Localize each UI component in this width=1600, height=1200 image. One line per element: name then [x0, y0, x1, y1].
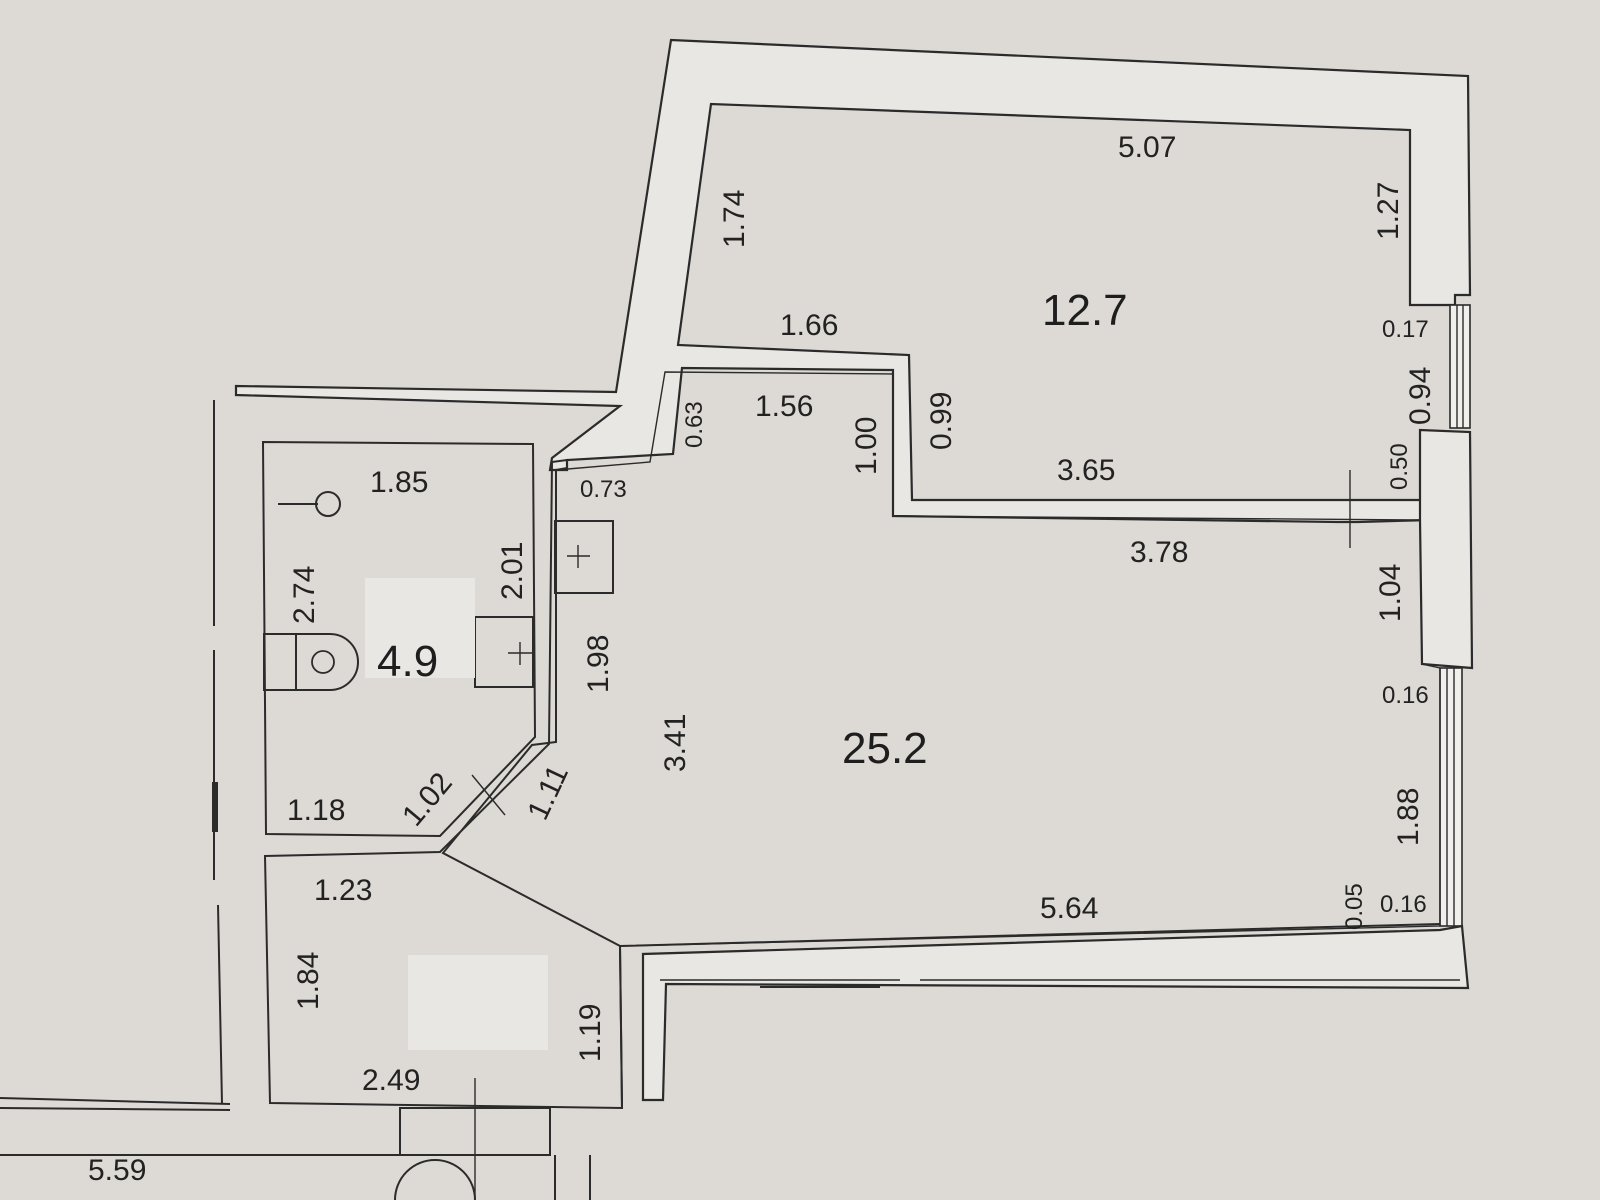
- dim-closet-depth: 1.00: [850, 417, 883, 475]
- window-top: [1449, 304, 1471, 429]
- wall-upper-outer: [234, 38, 1472, 524]
- radiator-icon: [394, 1159, 476, 1200]
- area-bedroom: 12.7: [1042, 286, 1128, 335]
- dim-corridor-diag: 1.11: [521, 760, 575, 825]
- sink-kitchen-icon: [554, 520, 614, 594]
- dim-living-left: 3.41: [659, 714, 692, 772]
- wall-left-mark: [212, 782, 218, 832]
- dim-room-bottom: 3.65: [1057, 454, 1115, 487]
- dim-window-top-lower: 0.50: [1386, 443, 1413, 490]
- dim-window-top-width: 0.94: [1404, 367, 1437, 425]
- area-bathroom: 4.9: [377, 637, 438, 686]
- dim-closet-height: 0.63: [681, 401, 708, 448]
- dim-room-step-top: 1.66: [780, 309, 838, 342]
- dim-bath-diag: 1.02: [396, 767, 459, 833]
- wall-right-pillar-top: [1418, 428, 1474, 670]
- dim-hall-bottom: 2.49: [362, 1064, 420, 1097]
- dim-window-bottom-offset-b: 0.16: [1380, 891, 1427, 918]
- living-outline: [555, 371, 1441, 947]
- wall-left-upper: [0, 400, 231, 1105]
- dim-bath-left: 2.74: [288, 566, 321, 624]
- dim-window-bottom-offset-a: 0.05: [1341, 883, 1368, 930]
- dim-bath-bottom: 1.18: [287, 794, 345, 827]
- dim-window-mid-offset: 0.16: [1382, 682, 1429, 709]
- dim-top-wall: 5.07: [1118, 131, 1176, 164]
- bathroom-outline: [261, 440, 537, 838]
- dim-window-top-offset: 0.17: [1382, 316, 1429, 343]
- dim-bath-top: 1.85: [370, 466, 428, 499]
- dim-room-step-height: 0.99: [925, 392, 958, 450]
- dim-closet-width: 1.56: [755, 390, 813, 423]
- toilet-icon: [263, 633, 359, 691]
- sink-bath-icon: [474, 616, 534, 688]
- dim-living-top: 3.78: [1130, 536, 1188, 569]
- dim-kitchen-niche: 0.73: [580, 476, 627, 503]
- dim-hall-top: 1.23: [314, 874, 372, 907]
- dim-hall-right: 1.19: [574, 1004, 607, 1062]
- dim-window-mid-width: 1.88: [1392, 788, 1425, 846]
- dim-living-bottom: 5.64: [1040, 892, 1098, 925]
- dim-bath-inner: 2.01: [496, 542, 529, 600]
- area-living: 25.2: [842, 724, 928, 773]
- wall-right-lower: [641, 924, 1470, 1102]
- dim-room-left-upper: 1.74: [718, 190, 751, 248]
- dim-outer-bottom: 5.59: [88, 1154, 146, 1187]
- dim-kitchen-wall: 1.98: [582, 635, 615, 693]
- shower-icon: [278, 491, 341, 517]
- dim-living-right-upper: 1.04: [1374, 564, 1407, 622]
- window-bottom: [1439, 667, 1463, 927]
- dim-room-right: 1.27: [1372, 182, 1405, 240]
- bottom-corridor: [0, 1107, 591, 1200]
- dim-hall-left: 1.84: [292, 952, 325, 1010]
